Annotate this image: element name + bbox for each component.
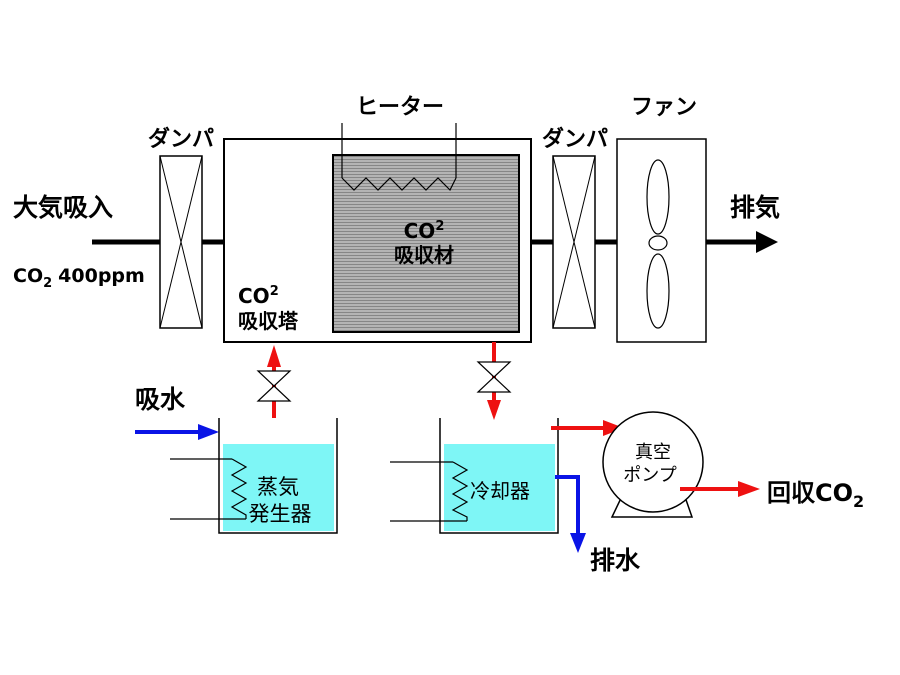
steam-generator bbox=[170, 418, 338, 534]
absorber-tower-label: 吸収塔 bbox=[238, 309, 299, 333]
vacuum-pump-label-line2: ポンプ bbox=[623, 465, 676, 486]
water-intake-arrow bbox=[135, 424, 219, 440]
drain-arrow bbox=[555, 475, 586, 553]
recovered-co2-arrow bbox=[680, 481, 760, 497]
cooler-label: 冷却器 bbox=[470, 479, 530, 503]
vacuum-pump-label-line1: 真空 bbox=[635, 442, 671, 463]
exhaust-arrowhead bbox=[756, 231, 778, 253]
water-intake-label: 吸水 bbox=[135, 385, 186, 414]
heater-icon bbox=[341, 123, 457, 192]
heater-label: ヒーター bbox=[356, 95, 444, 120]
tower-co2-label: CO2 bbox=[238, 284, 279, 308]
damper-right-label: ダンパ bbox=[542, 126, 608, 152]
cooler-coil-icon bbox=[390, 461, 469, 522]
cooler-to-pump-arrow bbox=[551, 420, 624, 436]
cooler-valve-icon bbox=[476, 361, 512, 393]
damper-left-label: ダンパ bbox=[148, 126, 214, 152]
exhaust-label: 排気 bbox=[730, 193, 780, 222]
co2-absorbent bbox=[332, 154, 520, 333]
steam-generator-coil-icon bbox=[170, 458, 248, 520]
cooler bbox=[390, 418, 559, 534]
steam-arrowhead bbox=[267, 345, 281, 367]
damper-left bbox=[159, 155, 203, 329]
fan-label: ファン bbox=[631, 95, 697, 120]
drain-label: 排水 bbox=[590, 546, 641, 575]
fan-icon bbox=[616, 138, 707, 343]
steam-generator-label-line1: 蒸気 bbox=[257, 475, 299, 499]
absorbent-label: 吸収材 bbox=[394, 243, 454, 267]
recovered-co2-label: 回収CO2 bbox=[767, 479, 864, 511]
desorbed-gas-arrowhead bbox=[487, 400, 501, 420]
absorbent-co2-label: CO2 bbox=[404, 219, 445, 243]
vacuum-pump-icon bbox=[602, 411, 704, 518]
steam-generator-label-line2: 発生器 bbox=[249, 502, 312, 526]
damper-right bbox=[552, 155, 596, 329]
air-intake-label: 大気吸入 bbox=[13, 193, 113, 222]
steam-valve-icon bbox=[256, 370, 292, 402]
